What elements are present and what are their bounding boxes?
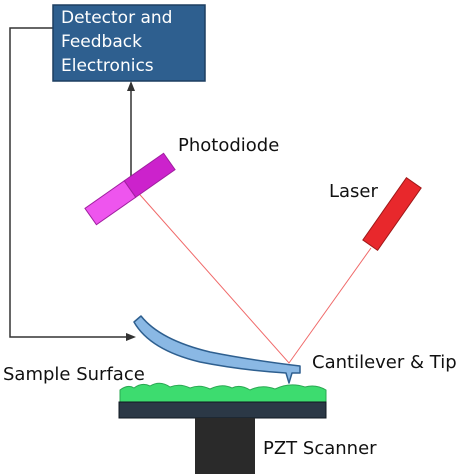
pzt-scanner bbox=[195, 418, 255, 474]
detector-box-line-3: Electronics bbox=[61, 56, 154, 76]
pzt-scanner-label: PZT Scanner bbox=[263, 438, 377, 459]
sample-stage bbox=[118, 401, 327, 419]
photodiode bbox=[84, 152, 176, 226]
detector-box-line-1: Detector and bbox=[61, 8, 172, 28]
detector-feedback-box: Detector and Feedback Electronics bbox=[52, 4, 206, 82]
sample-surface bbox=[119, 382, 327, 404]
detector-box-line-2: Feedback bbox=[61, 32, 142, 52]
feedback-wire bbox=[9, 27, 136, 341]
sample-surface-label: Sample Surface bbox=[3, 364, 145, 385]
laser bbox=[362, 177, 422, 251]
laser-label: Laser bbox=[329, 181, 379, 202]
photodiode-label: Photodiode bbox=[178, 135, 279, 156]
cantilever bbox=[133, 315, 301, 384]
laser-beam bbox=[133, 187, 372, 364]
cantilever-tip-label: Cantilever & Tip bbox=[312, 352, 457, 373]
photodiode-dark-half bbox=[123, 152, 176, 198]
photodiode-light-half bbox=[84, 180, 137, 226]
laser-body bbox=[362, 177, 422, 251]
detector-box-rect bbox=[52, 4, 206, 82]
